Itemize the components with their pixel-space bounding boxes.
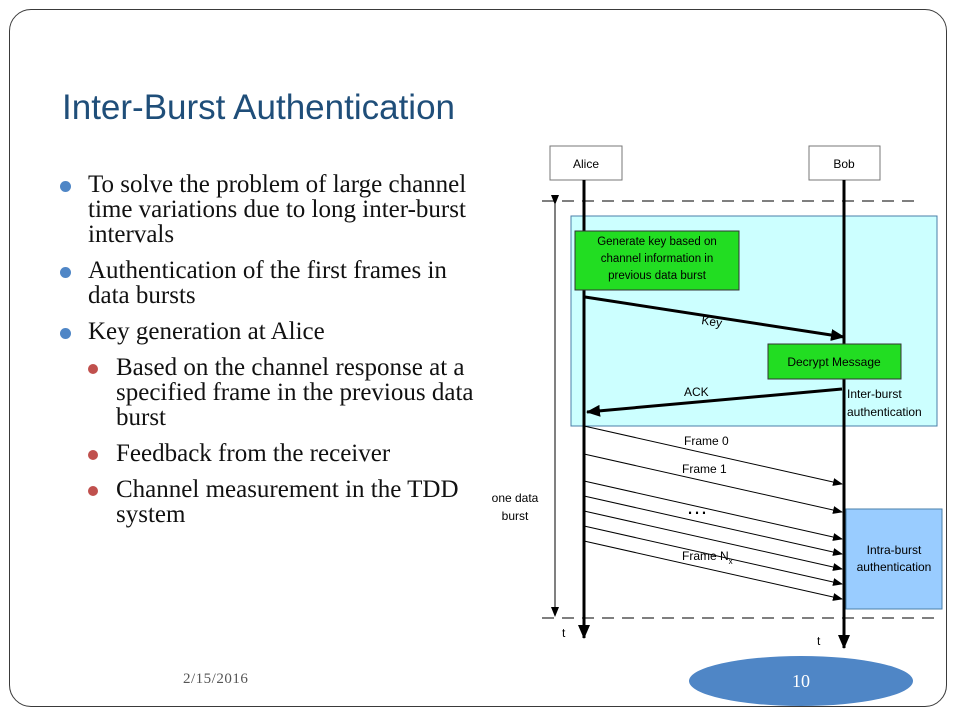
one-data-burst-line-2: burst [502, 509, 529, 523]
generate-key-line-2: channel information in [601, 253, 714, 265]
frame-n-label: Frame Nx [682, 549, 733, 566]
decrypt-message-box [767, 343, 902, 380]
slide-frame [9, 9, 947, 707]
frame-arrow [583, 540, 843, 601]
generate-key-box [574, 230, 740, 291]
intra-burst-label-line-1: Intra-burst [867, 543, 922, 557]
key-arrow [584, 295, 845, 341]
frame-arrow [583, 510, 843, 571]
bullet-item: Key generation at Alice [60, 319, 490, 344]
frame-arrow [583, 495, 843, 556]
sub-bullet-item: Based on the channel response at a speci… [88, 355, 490, 430]
generate-key-line-1: Generate key based on [597, 236, 717, 248]
alice-participant-box [549, 145, 623, 181]
frame-arrow [583, 480, 843, 541]
page-number-badge: 10 [689, 656, 913, 706]
authentication-sequence-diagram: Alice Bob Generate key based on channel … [492, 145, 943, 649]
frame-1-label: Frame 1 [682, 462, 727, 476]
frame-0-label: Frame 0 [684, 434, 729, 448]
sub-bullet-item: Feedback from the receiver [88, 441, 490, 466]
one-data-burst-line-1: one data [492, 491, 539, 505]
footer-date: 2/15/2016 [183, 671, 249, 687]
frame-arrow [583, 525, 843, 586]
ack-label: ACK [684, 385, 709, 399]
intra-burst-label-line-2: authentication [857, 560, 932, 574]
generate-key-line-3: previous data burst [608, 270, 707, 282]
inter-burst-label-line-2: authentication [847, 405, 922, 419]
bullet-item: Authentication of the first frames in da… [60, 258, 490, 308]
decrypt-message-label: Decrypt Message [787, 355, 881, 369]
sub-bullet-item: Channel measurement in the TDD system [88, 477, 490, 527]
bullet-item: To solve the problem of large channel ti… [60, 172, 490, 247]
ack-arrow [586, 387, 843, 417]
alice-time-label: t [562, 626, 566, 640]
frame-arrow [583, 453, 843, 514]
inter-burst-label-line-1: Inter-burst [847, 387, 902, 401]
alice-label: Alice [573, 157, 599, 171]
bob-label: Bob [833, 157, 855, 171]
page-number: 10 [792, 670, 810, 691]
bob-time-label: t [817, 634, 821, 648]
frames-ellipsis: … [686, 494, 708, 519]
slide-title: Inter-Burst Authentication [62, 88, 455, 127]
bullet-list: To solve the problem of large channel ti… [60, 172, 490, 538]
frame-arrow [583, 425, 843, 486]
key-label: Key [701, 313, 724, 330]
intra-burst-box [845, 508, 943, 610]
